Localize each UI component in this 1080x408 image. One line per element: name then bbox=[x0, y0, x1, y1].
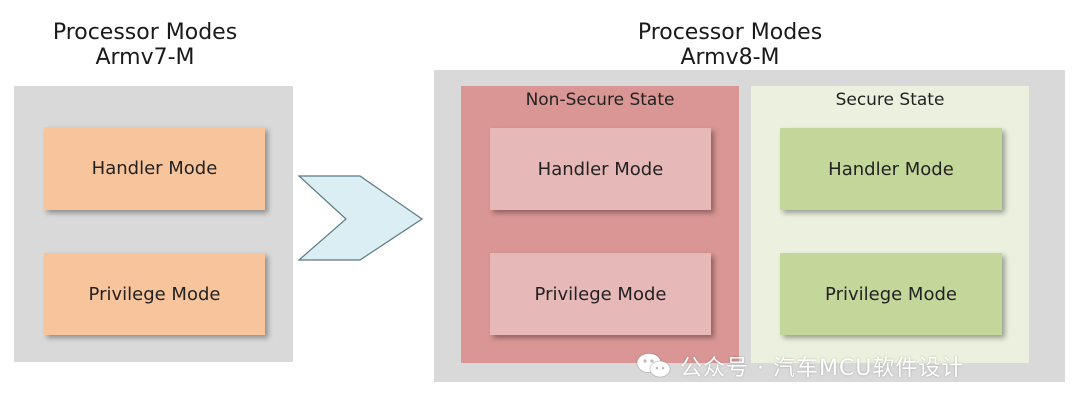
armv8-title-line1: Processor Modes bbox=[637, 20, 823, 45]
armv7-privilege-label: Privilege Mode bbox=[88, 283, 221, 305]
armv7-privilege-mode: Privilege Mode bbox=[44, 253, 265, 335]
nonsecure-privilege-mode: Privilege Mode bbox=[490, 253, 711, 335]
armv7-handler-label: Handler Mode bbox=[91, 158, 218, 179]
watermark: 公众号 · 汽车MCU软件设计 bbox=[636, 350, 964, 382]
transition-arrow bbox=[297, 175, 424, 261]
nonsecure-state-label: Non-Secure State bbox=[525, 90, 675, 110]
nonsecure-handler-mode: Handler Mode bbox=[490, 128, 711, 210]
wechat-icon bbox=[636, 353, 671, 378]
secure-privilege-mode: Privilege Mode bbox=[780, 253, 1002, 335]
nonsecure-privilege-label: Privilege Mode bbox=[534, 283, 667, 305]
secure-handler-label: Handler Mode bbox=[828, 158, 954, 180]
armv7-title-line2: Armv7-M bbox=[95, 45, 195, 70]
armv7-title-line1: Processor Modes bbox=[52, 20, 238, 45]
secure-state-label: Secure State bbox=[835, 90, 945, 110]
chevron-arrow-shape bbox=[297, 175, 424, 261]
armv8-title-line2: Armv8-M bbox=[680, 45, 780, 70]
watermark-text: 公众号 · 汽车MCU软件设计 bbox=[680, 356, 965, 381]
armv7-title: Processor Modes Armv7-M bbox=[30, 20, 260, 70]
secure-privilege-label: Privilege Mode bbox=[825, 283, 957, 305]
armv8-title: Processor Modes Armv8-M bbox=[600, 20, 860, 70]
armv7-handler-mode: Handler Mode bbox=[44, 127, 265, 210]
nonsecure-handler-label: Handler Mode bbox=[537, 158, 664, 180]
secure-handler-mode: Handler Mode bbox=[780, 128, 1002, 210]
